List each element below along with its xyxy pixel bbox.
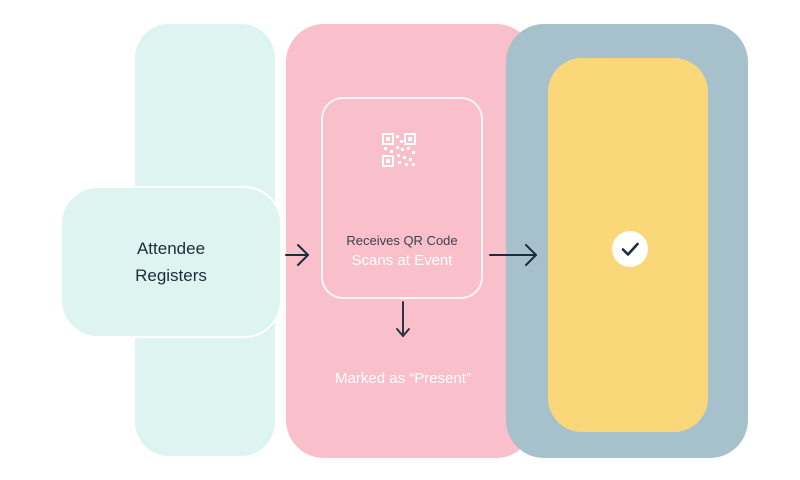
arrow-down-icon	[396, 301, 410, 337]
arrow-register-to-scan	[285, 244, 309, 266]
qr-scan-node	[321, 97, 483, 299]
attendee-registers-node: Attendee Registers	[60, 186, 282, 338]
check-badge	[612, 231, 648, 267]
scan-column	[286, 24, 534, 458]
scans-at-event-label: Scans at Event	[351, 252, 453, 269]
arrow-scan-to-marked	[396, 301, 410, 337]
marked-present-label: Marked as “Present”	[335, 370, 471, 387]
arrow-scan-to-confirmed	[489, 244, 537, 266]
attendee-registers-line2: Registers	[135, 266, 207, 285]
qr-code-icon	[382, 133, 416, 167]
arrow-right-icon	[489, 244, 537, 266]
checkmark-icon	[621, 242, 639, 256]
receives-qr-code-label: Receives QR Code	[346, 233, 458, 248]
arrow-right-icon	[285, 244, 309, 266]
attendee-registers-line1: Attendee	[136, 239, 206, 258]
